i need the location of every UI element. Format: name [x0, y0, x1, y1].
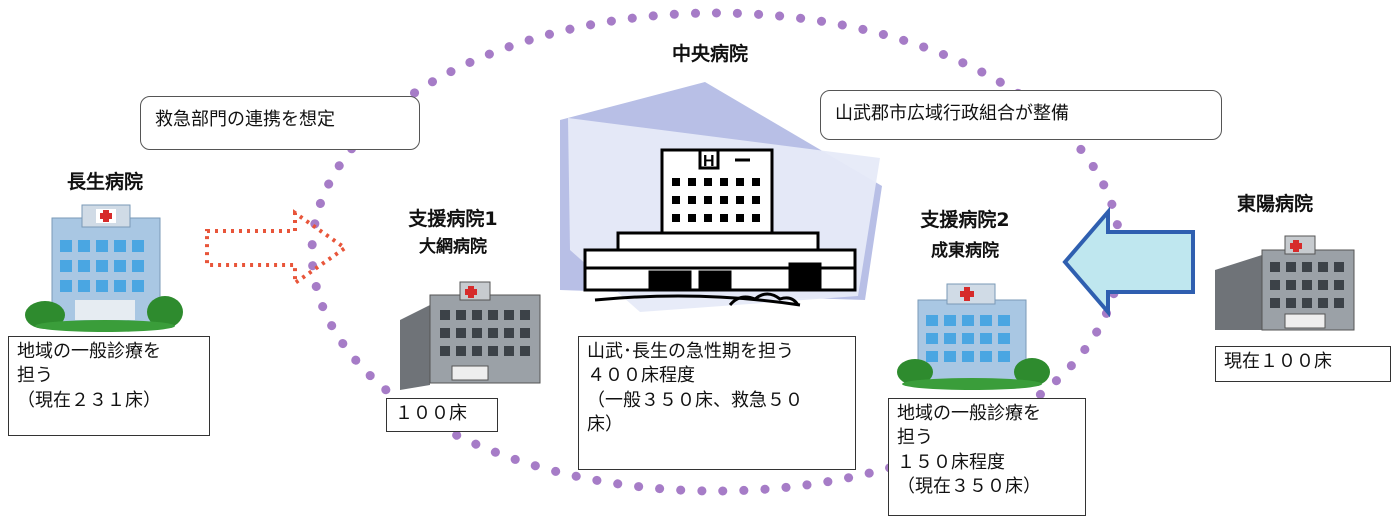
central-hospital-description: 山武･長生の急性期を担う ４００床程度 （一般３５０床、救急５０ 床） [578, 336, 856, 470]
support1-beds: １００床 [386, 398, 498, 432]
toyo-beds: 現在１００床 [1215, 346, 1391, 382]
central-hospital-name: 中央病院 [671, 43, 748, 65]
support2-description: 地域の一般診療を 担う １５０床程度 （現在３５０床） [888, 398, 1086, 516]
naruto-hospital-building [897, 283, 1050, 390]
callout-maintained-by: 山武郡市広域行政組合が整備 [820, 90, 1222, 140]
central-hospital-building: H [583, 148, 857, 307]
referral-arrow [1062, 206, 1195, 318]
support2-hospital-name: 成東病院 [931, 241, 999, 261]
callout-emergency-coordination: 救急部門の連携を想定 [140, 96, 420, 150]
nagao-hospital-building [25, 204, 183, 332]
toyo-hospital-name: 東陽病院 [1236, 193, 1313, 215]
toyo-hospital-building [1215, 235, 1355, 331]
nagao-description: 地域の一般診療を 担う （現在２３１床） [8, 336, 210, 436]
ohami-hospital-building [400, 281, 541, 390]
nagao-hospital-name: 長生病院 [66, 171, 143, 193]
support1-hospital-name: 大網病院 [419, 237, 487, 257]
support1-title: 支援病院1 [408, 208, 498, 230]
svg-text:H: H [703, 153, 715, 170]
coordination-arrow [205, 209, 349, 287]
support2-title: 支援病院2 [920, 209, 1010, 231]
